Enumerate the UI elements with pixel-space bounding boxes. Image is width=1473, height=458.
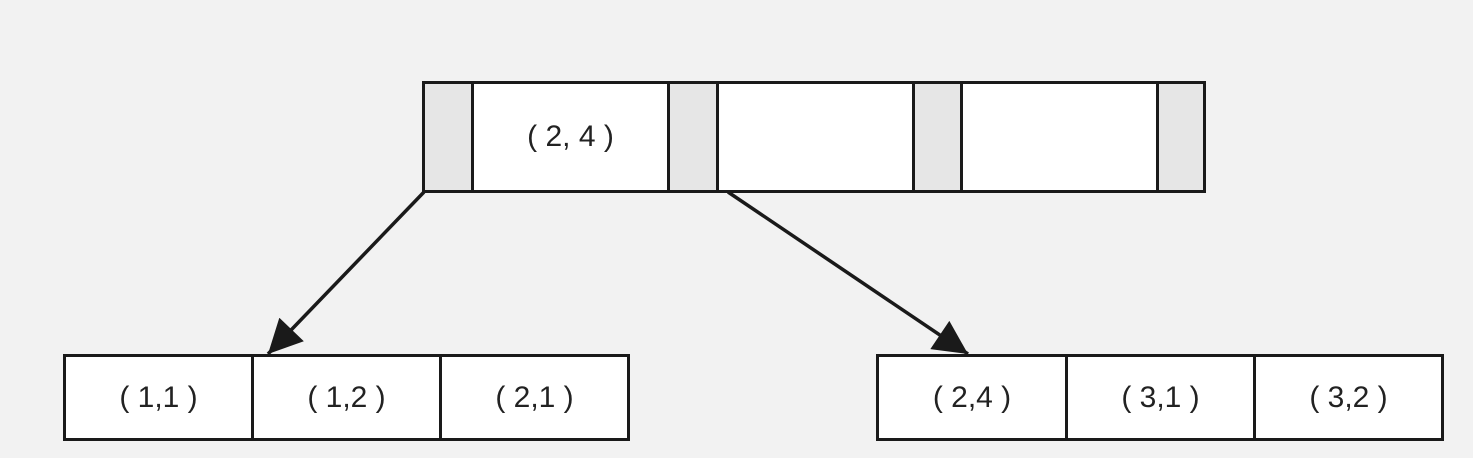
leaf-2-key-0: ( 2,4 ) <box>876 354 1068 441</box>
leaf-2-key-1: ( 3,1 ) <box>1065 354 1256 441</box>
leaf-1-key-1: ( 1,2 ) <box>251 354 442 441</box>
root-key-1 <box>716 81 915 193</box>
edge-root-to-leaf-1 <box>266 190 426 356</box>
edge-root-to-leaf-2 <box>727 190 969 356</box>
leaf-1-key-2: ( 2,1 ) <box>439 354 630 441</box>
root-key-0: ( 2, 4 ) <box>471 81 670 193</box>
root-key-2 <box>960 81 1159 193</box>
leaf-1-key-0: ( 1,1 ) <box>63 354 254 441</box>
root-pointer-1 <box>667 81 719 193</box>
root-pointer-3 <box>1156 81 1206 193</box>
leaf-2-key-2: ( 3,2 ) <box>1253 354 1444 441</box>
root-pointer-0 <box>422 81 474 193</box>
root-pointer-2 <box>912 81 964 193</box>
